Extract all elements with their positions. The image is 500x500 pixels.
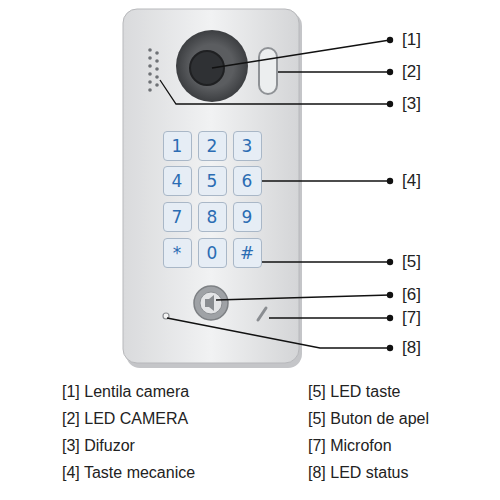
- callout-number: [7]: [402, 308, 421, 328]
- keypad-key: #: [233, 238, 262, 268]
- key-label: 1: [172, 138, 183, 155]
- keypad-key: 4: [163, 166, 192, 196]
- legend-text: [5] LED taste: [308, 382, 401, 401]
- keypad-key: 9: [233, 202, 262, 232]
- legend-text: [4] Taste mecanice: [62, 463, 195, 482]
- callout-number: [5]: [402, 252, 421, 272]
- key-label: *: [173, 245, 182, 262]
- key-label: 4: [172, 173, 183, 190]
- legend-text: [2] LED CAMERA: [62, 409, 188, 428]
- keypad-key: 1: [163, 131, 192, 161]
- keypad-key: 6: [233, 166, 262, 196]
- callout-number: [1]: [402, 30, 421, 50]
- callout-number: [8]: [402, 338, 421, 358]
- key-label: 2: [207, 138, 218, 155]
- keypad-key: 2: [198, 131, 227, 161]
- key-label: 7: [172, 209, 183, 226]
- key-label: 8: [207, 209, 218, 226]
- legend-text: [1] Lentila camera: [62, 382, 189, 401]
- callout-number: [2]: [402, 62, 421, 82]
- keypad-key: *: [163, 238, 192, 268]
- intercom-panel: [123, 9, 299, 363]
- call-button-center: [200, 292, 222, 314]
- key-label: #: [240, 245, 254, 262]
- camera-ring: [176, 30, 248, 102]
- legend-text: [8] LED status: [308, 463, 409, 482]
- bell-icon: [205, 295, 214, 311]
- keypad-key: 5: [198, 166, 227, 196]
- key-label: 9: [242, 209, 253, 226]
- microphone: [258, 308, 266, 320]
- keypad-key: 3: [233, 131, 262, 161]
- callout-number: [4]: [402, 171, 421, 191]
- key-label: 0: [207, 245, 218, 262]
- callout-number: [3]: [402, 94, 421, 114]
- key-label: 3: [242, 138, 253, 155]
- keypad-key: 8: [198, 202, 227, 232]
- keypad-key: 0: [198, 238, 227, 268]
- camera-led: [259, 48, 277, 94]
- leader-lines: [160, 40, 390, 348]
- key-label: 6: [242, 173, 253, 190]
- speaker-grille: [148, 48, 159, 92]
- camera-lens: [190, 51, 224, 85]
- keypad-key: 7: [163, 202, 192, 232]
- legend-text: [7] Microfon: [308, 436, 392, 455]
- callout-number: [6]: [402, 285, 421, 305]
- legend-text: [5] Buton de apel: [308, 409, 429, 428]
- call-button: [194, 286, 228, 320]
- key-label: 5: [207, 173, 218, 190]
- leader-dots: [387, 37, 393, 351]
- legend-text: [3] Difuzor: [62, 436, 135, 455]
